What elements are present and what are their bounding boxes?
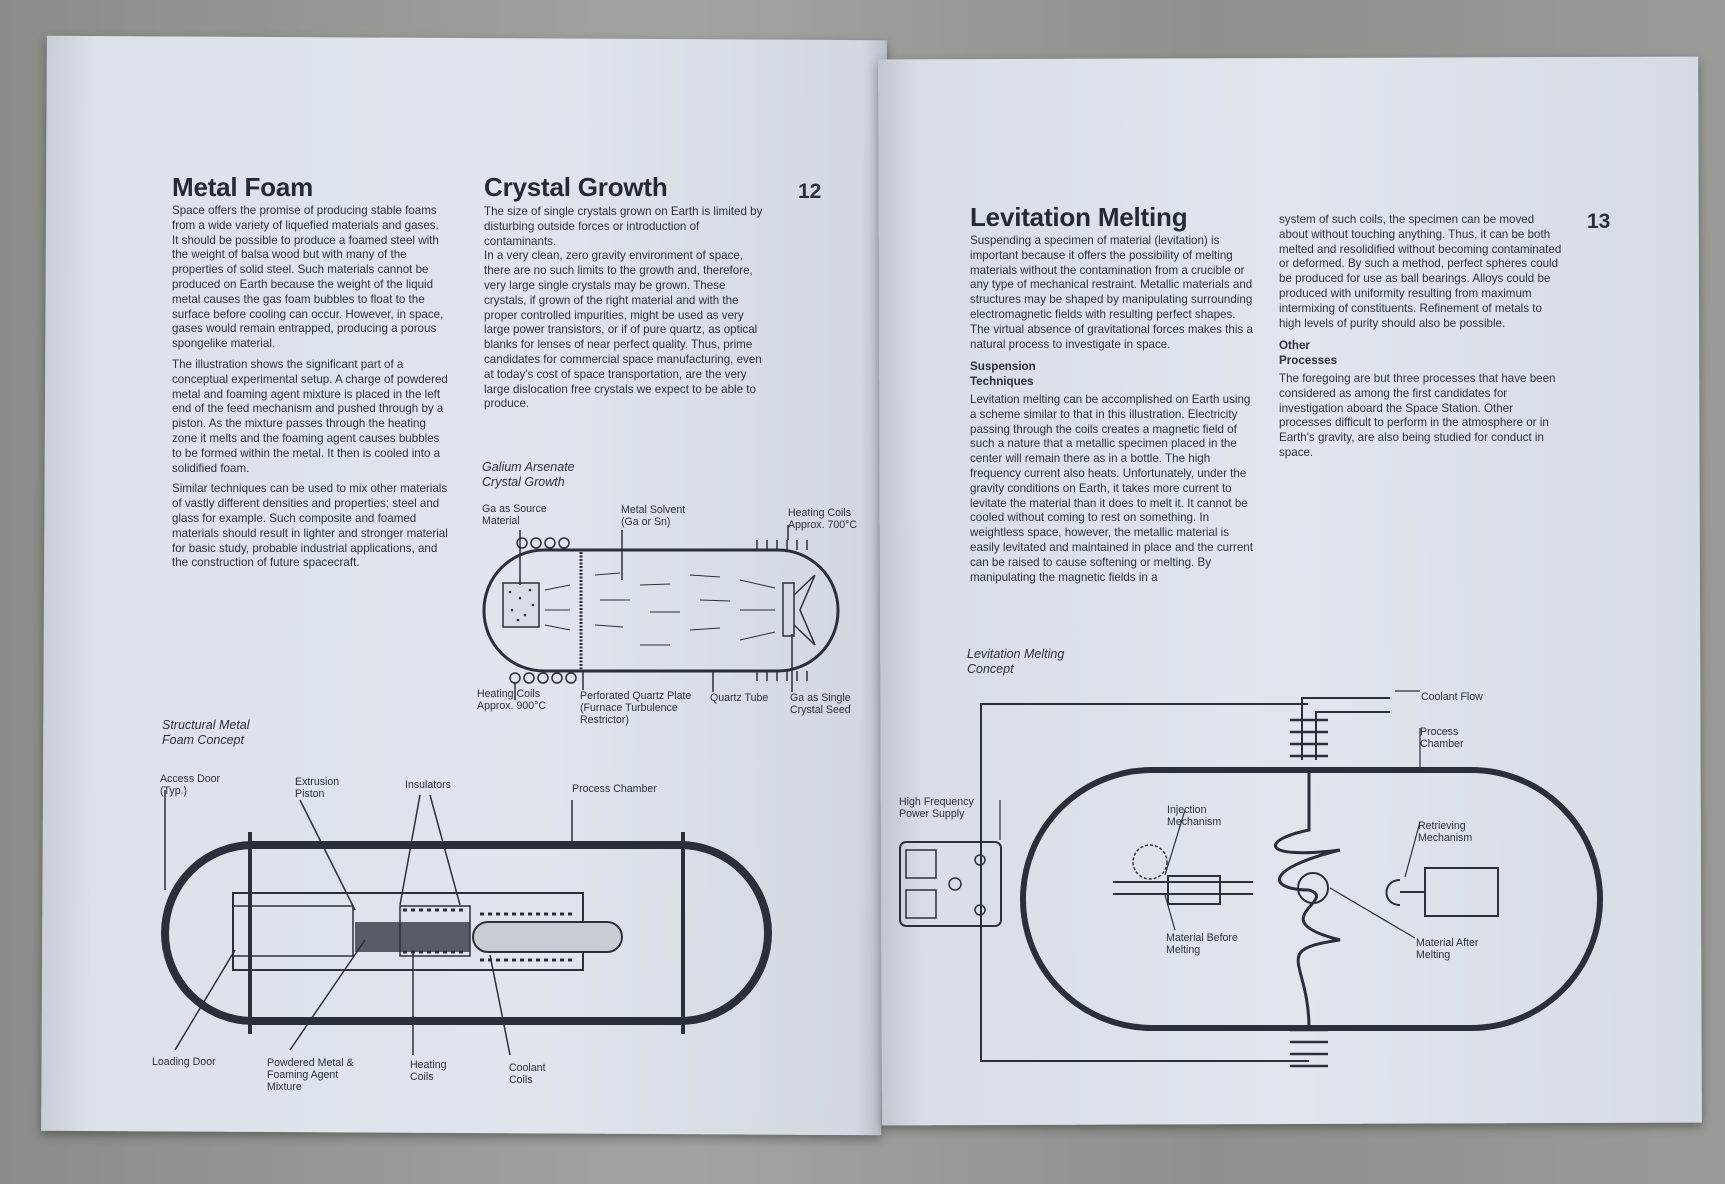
levitation-title: Levitation Melting: [970, 202, 1188, 232]
metal-foam-title: Metal Foam: [172, 172, 314, 202]
crystal-growth-title: Crystal Growth: [484, 172, 668, 202]
label-powdered-metal: Powdered Metal & Foaming Agent Mixture: [267, 1057, 354, 1093]
paragraph: system of such coils, the specimen can b…: [1279, 213, 1562, 330]
label-plate: Perforated Quartz Plate (Furnace Turbule…: [580, 690, 692, 726]
label-access-door: Access Door (Typ.): [160, 773, 221, 797]
levitation-diagram: [899, 690, 1603, 1068]
label-before-melting: Material Before Melting: [1166, 932, 1238, 956]
label-coils-700: Heating Coils Approx. 700°C: [788, 507, 858, 531]
label-coolant-coils: Coolant Coils: [509, 1062, 546, 1086]
paragraph: The foregoing are but three processes th…: [1279, 371, 1556, 459]
label-tube: Quartz Tube: [710, 692, 769, 704]
paragraph: In a very clean, zero gravity environmen…: [484, 249, 762, 411]
metal-foam-body: Space offers the promise of producing st…: [172, 204, 448, 577]
label-loading-door: Loading Door: [152, 1056, 216, 1068]
label-coils-900: Heating Coils Approx. 900°C: [477, 688, 547, 712]
label-seed: Ga as Single Crystal Seed: [790, 692, 851, 716]
label-retrieving: Retrieving Mechanism: [1418, 820, 1473, 844]
label-after-melting: Material After Melting: [1416, 937, 1479, 961]
foam-diagram-caption: Structural Metal Foam Concept: [162, 718, 250, 747]
label-process-chamber: Process Chamber: [1420, 726, 1464, 750]
paragraph: Similar techniques can be used to mix ot…: [172, 482, 448, 570]
label-injection: Injection Mechanism: [1167, 804, 1222, 828]
crystal-diagram-caption: Galium Arsenate Crystal Growth: [482, 460, 575, 489]
other-processes-subheading: Other Processes: [1279, 339, 1338, 368]
label-source: Ga as Source Material: [482, 503, 547, 527]
label-insulators: Insulators: [405, 779, 451, 791]
crystal-growth-diagram: [482, 525, 840, 700]
paragraph: The size of single crystals grown on Ear…: [484, 205, 763, 248]
label-solvent: Metal Solvent (Ga or Sn): [621, 504, 686, 528]
label-process-chamber: Process Chamber: [572, 783, 657, 795]
label-coolant-flow: Coolant Flow: [1421, 691, 1483, 703]
paragraph: The illustration shows the significant p…: [172, 357, 448, 475]
paragraph: Levitation melting can be accomplished o…: [970, 392, 1253, 584]
levitation-diagram-caption: Levitation Melting Concept: [967, 647, 1065, 676]
page-number: 12: [798, 180, 822, 203]
metal-foam-diagram: [161, 790, 772, 1056]
paragraph: Suspending a specimen of material (levit…: [970, 234, 1253, 351]
label-power-supply: High Frequency Power Supply: [899, 796, 974, 820]
paragraph: Space offers the promise of producing st…: [172, 204, 444, 351]
levitation-continued: system of such coils, the specimen can b…: [1279, 213, 1564, 467]
levitation-body: Suspending a specimen of material (levit…: [970, 234, 1256, 591]
page-number: 13: [1587, 210, 1611, 233]
label-heating-coils: Heating Coils: [410, 1059, 447, 1083]
suspension-subheading: Suspension Techniques: [970, 360, 1036, 389]
crystal-growth-body: The size of single crystals grown on Ear…: [484, 205, 769, 418]
label-piston: Extrusion Piston: [295, 776, 340, 800]
